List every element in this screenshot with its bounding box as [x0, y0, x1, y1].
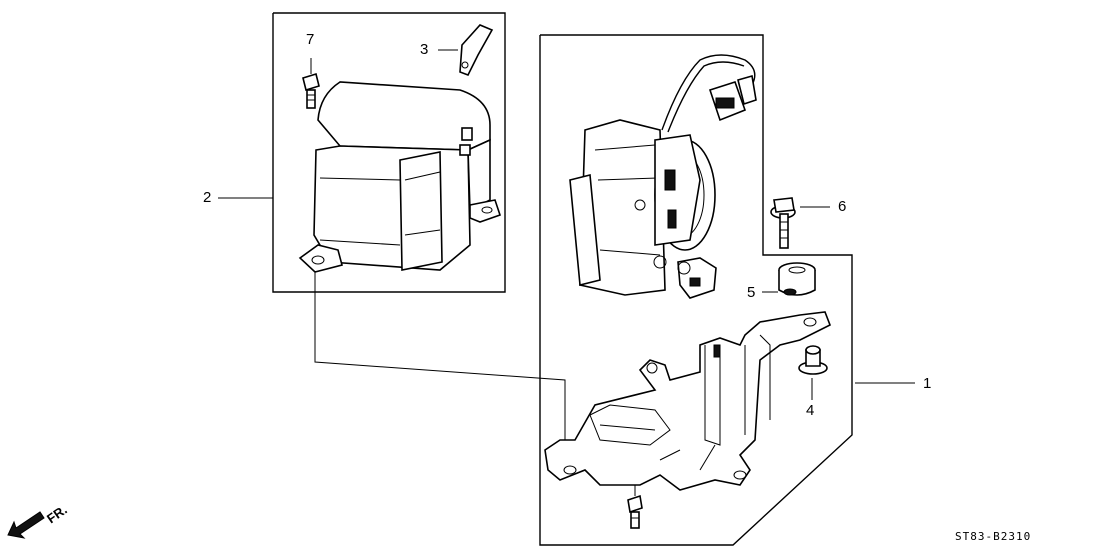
actuator-unit [569, 54, 757, 296]
rubber-mount-5 [762, 262, 816, 296]
connector-line-2-to-bracket [314, 265, 566, 440]
callout-7: 7 [306, 31, 315, 48]
callout-4: 4 [806, 402, 815, 419]
main-group-box [539, 34, 853, 546]
bolt-7 [302, 58, 320, 109]
collar-4 [798, 345, 828, 400]
callout-1: 1 [923, 375, 932, 392]
bracket-bolt [627, 485, 643, 529]
callout-2: 2 [203, 189, 212, 206]
sensor-part [677, 257, 717, 299]
callout-3: 3 [420, 41, 429, 58]
front-direction-arrow-icon [7, 511, 45, 539]
bracket-clip-3 [438, 24, 494, 77]
diagram-code: ST83-B2310 [955, 530, 1032, 543]
bolt-6 [770, 197, 830, 249]
part-2-group-box [272, 12, 506, 293]
control-unit-housing [298, 81, 502, 273]
callout-6: 6 [838, 198, 847, 215]
mounting-bracket [544, 311, 832, 491]
callout-5: 5 [747, 284, 756, 301]
